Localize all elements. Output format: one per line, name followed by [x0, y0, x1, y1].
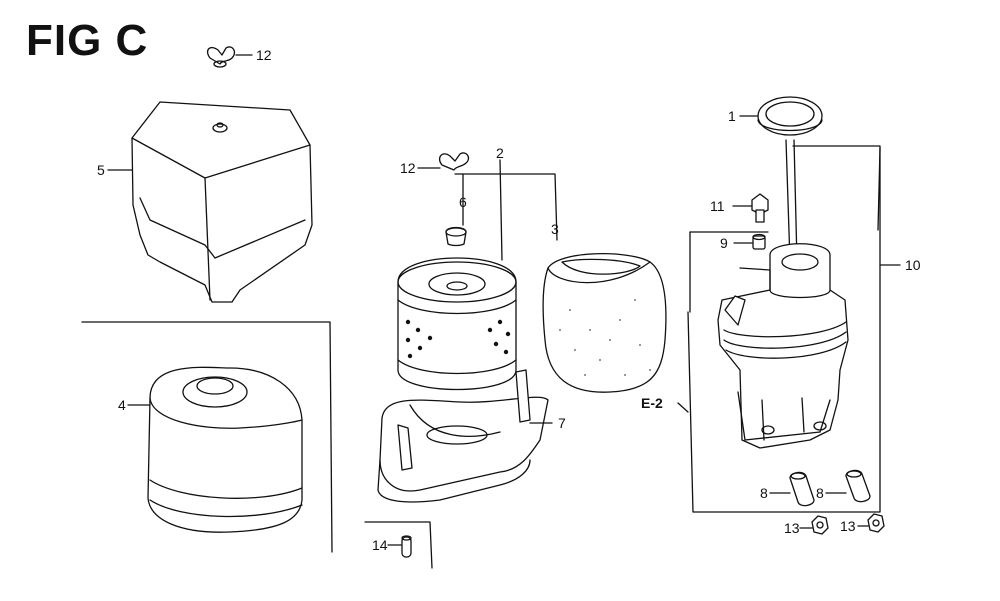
callout-8-right: 8	[816, 485, 824, 501]
callout-3: 3	[551, 221, 559, 237]
callout-4: 4	[118, 397, 126, 413]
gasket	[740, 97, 822, 135]
callout-6: 6	[459, 194, 467, 210]
pin	[388, 536, 411, 557]
wing-nut-middle	[418, 153, 468, 170]
wing-nut-top	[208, 47, 252, 67]
callout-14: 14	[372, 537, 388, 553]
callout-e2: E-2	[641, 395, 663, 411]
seal-grommet	[446, 228, 466, 246]
figure-title: FIG C	[26, 16, 149, 65]
callout-13-right: 13	[840, 518, 856, 534]
callout-1: 1	[728, 108, 736, 124]
filter-base	[378, 370, 552, 502]
flange-nuts	[800, 514, 884, 534]
foam-element	[543, 254, 666, 393]
breather-bolt	[733, 194, 768, 222]
group-bracket-lines	[82, 146, 880, 568]
callout-8-left: 8	[760, 485, 768, 501]
paper-filter	[398, 160, 516, 390]
callout-11: 11	[710, 198, 725, 214]
callout-7: 7	[558, 415, 566, 431]
outer-cover	[128, 367, 302, 532]
callout-13-left: 13	[784, 520, 800, 536]
callout-2: 2	[496, 145, 504, 161]
air-cleaner-case	[718, 140, 900, 448]
callout-labels: 12 5 4 12 2 6 3 7 14 1 11 9 10 E-2 8 8 1…	[97, 47, 921, 553]
callout-9: 9	[720, 235, 728, 251]
callout-5: 5	[97, 162, 105, 178]
spacer-sleeves	[770, 470, 870, 505]
collar	[734, 235, 765, 250]
callout-12-top: 12	[256, 47, 272, 63]
callout-10: 10	[905, 257, 921, 273]
air-cleaner-cover	[108, 102, 312, 302]
callout-12-mid: 12	[400, 160, 416, 176]
